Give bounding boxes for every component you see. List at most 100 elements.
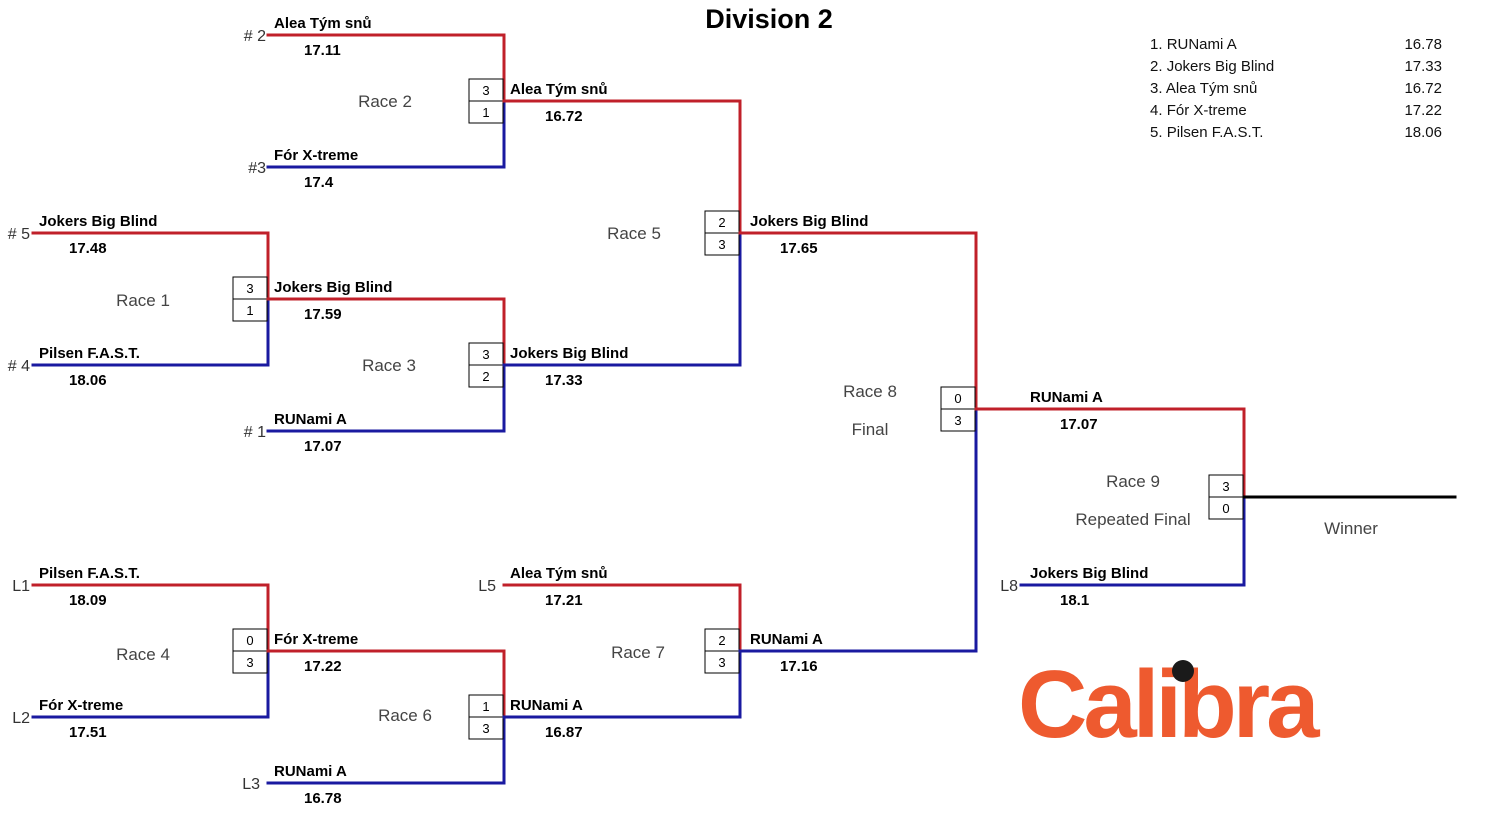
team-name: Alea Tým snů bbox=[510, 81, 608, 98]
score-bottom: 3 bbox=[718, 237, 725, 252]
team-time: 17.11 bbox=[304, 42, 341, 59]
score-box-bottom bbox=[468, 100, 504, 124]
score-top: 2 bbox=[718, 215, 725, 230]
score-bottom: 3 bbox=[954, 413, 961, 428]
team-name: Jokers Big Blind bbox=[510, 345, 628, 362]
score-box-bottom bbox=[468, 364, 504, 388]
score-box-bottom bbox=[940, 408, 976, 432]
score-box-bottom bbox=[232, 298, 268, 322]
team-time: 18.06 bbox=[69, 372, 107, 389]
race-label: Race 2 bbox=[358, 92, 412, 111]
team-time: 17.07 bbox=[304, 438, 342, 455]
team-name: RUNami A bbox=[750, 631, 823, 648]
standings-team: 4. Fór X-treme bbox=[1150, 102, 1247, 119]
team-time: 17.51 bbox=[69, 724, 107, 741]
team-name: Pilsen F.A.S.T. bbox=[39, 345, 140, 362]
team-name: Alea Tým snů bbox=[510, 565, 608, 582]
score-top: 0 bbox=[246, 633, 253, 648]
score-box-bottom bbox=[704, 650, 740, 674]
seed-label: #3 bbox=[248, 160, 266, 177]
standings-team: 3. Alea Tým snů bbox=[1150, 80, 1258, 97]
team-time: 17.65 bbox=[780, 240, 818, 257]
race-label: Race 4 bbox=[116, 645, 170, 664]
team-time: 17.07 bbox=[1060, 416, 1098, 433]
standings-time: 17.22 bbox=[1404, 102, 1442, 119]
standings-time: 16.72 bbox=[1404, 80, 1442, 97]
standings-team: 5. Pilsen F.A.S.T. bbox=[1150, 124, 1264, 141]
score-top: 2 bbox=[718, 633, 725, 648]
standings-row: 5. Pilsen F.A.S.T. 18.06 bbox=[1150, 123, 1442, 145]
standings-time: 16.78 bbox=[1404, 36, 1442, 53]
seed-label: # 5 bbox=[8, 226, 30, 243]
standings-team: 1. RUNami A bbox=[1150, 36, 1237, 53]
score-top: 3 bbox=[246, 281, 253, 296]
race-sublabel: Final bbox=[852, 420, 889, 439]
score-bottom: 2 bbox=[482, 369, 489, 384]
logo-wordmark: Calibra bbox=[1018, 651, 1319, 758]
seed-label: L8 bbox=[1000, 578, 1018, 595]
race-label: Race 3 bbox=[362, 356, 416, 375]
team-time: 17.33 bbox=[545, 372, 583, 389]
seed-label: # 2 bbox=[244, 28, 266, 45]
team-name: RUNami A bbox=[1030, 389, 1103, 406]
calibra-logo: Calibra bbox=[1018, 655, 1338, 755]
team-name: Fór X-treme bbox=[274, 631, 358, 648]
score-top: 3 bbox=[482, 347, 489, 362]
race-label: Race 5 bbox=[607, 224, 661, 243]
standings-team: 2. Jokers Big Blind bbox=[1150, 58, 1275, 75]
standings-row: 2. Jokers Big Blind 17.33 bbox=[1150, 57, 1442, 79]
team-time: 17.48 bbox=[69, 240, 107, 257]
team-time: 16.72 bbox=[545, 108, 583, 125]
team-time: 18.09 bbox=[69, 592, 107, 609]
seed-label: L1 bbox=[12, 578, 30, 595]
seed-label: L5 bbox=[478, 578, 496, 595]
race-label: Race 7 bbox=[611, 643, 665, 662]
seed-label: L2 bbox=[12, 710, 30, 727]
winner-label: Winner bbox=[1324, 519, 1378, 538]
team-time: 16.78 bbox=[304, 790, 342, 807]
team-name: Pilsen F.A.S.T. bbox=[39, 565, 140, 582]
score-bottom: 3 bbox=[246, 655, 253, 670]
team-time: 17.21 bbox=[545, 592, 583, 609]
score-top: 0 bbox=[954, 391, 961, 406]
team-time: 16.87 bbox=[545, 724, 583, 741]
standings-time: 17.33 bbox=[1404, 58, 1442, 75]
score-box-bottom bbox=[704, 232, 740, 256]
page-title: Division 2 bbox=[705, 4, 833, 34]
race-sublabel: Repeated Final bbox=[1075, 510, 1190, 529]
score-bottom: 1 bbox=[246, 303, 253, 318]
seed-label: L3 bbox=[242, 776, 260, 793]
standings-row: 4. Fór X-treme 17.22 bbox=[1150, 101, 1442, 123]
score-box-bottom bbox=[232, 650, 268, 674]
team-name: Alea Tým snů bbox=[274, 15, 372, 32]
score-bottom: 1 bbox=[482, 105, 489, 120]
score-bottom: 3 bbox=[482, 721, 489, 736]
score-top: 3 bbox=[482, 83, 489, 98]
team-name: RUNami A bbox=[274, 411, 347, 428]
race-label: Race 6 bbox=[378, 706, 432, 725]
team-name: Jokers Big Blind bbox=[274, 279, 392, 296]
standings-time: 18.06 bbox=[1404, 124, 1442, 141]
team-time: 17.16 bbox=[780, 658, 818, 675]
score-top: 3 bbox=[1222, 479, 1229, 494]
team-name: RUNami A bbox=[510, 697, 583, 714]
race-label: Race 8 bbox=[843, 382, 897, 401]
seed-label: # 4 bbox=[8, 358, 30, 375]
team-time: 17.22 bbox=[304, 658, 342, 675]
seed-label: # 1 bbox=[244, 424, 266, 441]
standings-row: 1. RUNami A 16.78 bbox=[1150, 35, 1442, 57]
team-name: Fór X-treme bbox=[274, 147, 358, 164]
score-top: 1 bbox=[482, 699, 489, 714]
score-bottom: 0 bbox=[1222, 501, 1229, 516]
team-name: Jokers Big Blind bbox=[39, 213, 157, 230]
standings-table: 1. RUNami A 16.78 2. Jokers Big Blind 17… bbox=[1150, 35, 1442, 145]
team-time: 17.4 bbox=[304, 174, 334, 191]
score-bottom: 3 bbox=[718, 655, 725, 670]
team-time: 17.59 bbox=[304, 306, 342, 323]
team-time: 18.1 bbox=[1060, 592, 1089, 609]
team-name: Jokers Big Blind bbox=[750, 213, 868, 230]
team-name: RUNami A bbox=[274, 763, 347, 780]
standings-row: 3. Alea Tým snů 16.72 bbox=[1150, 79, 1442, 101]
